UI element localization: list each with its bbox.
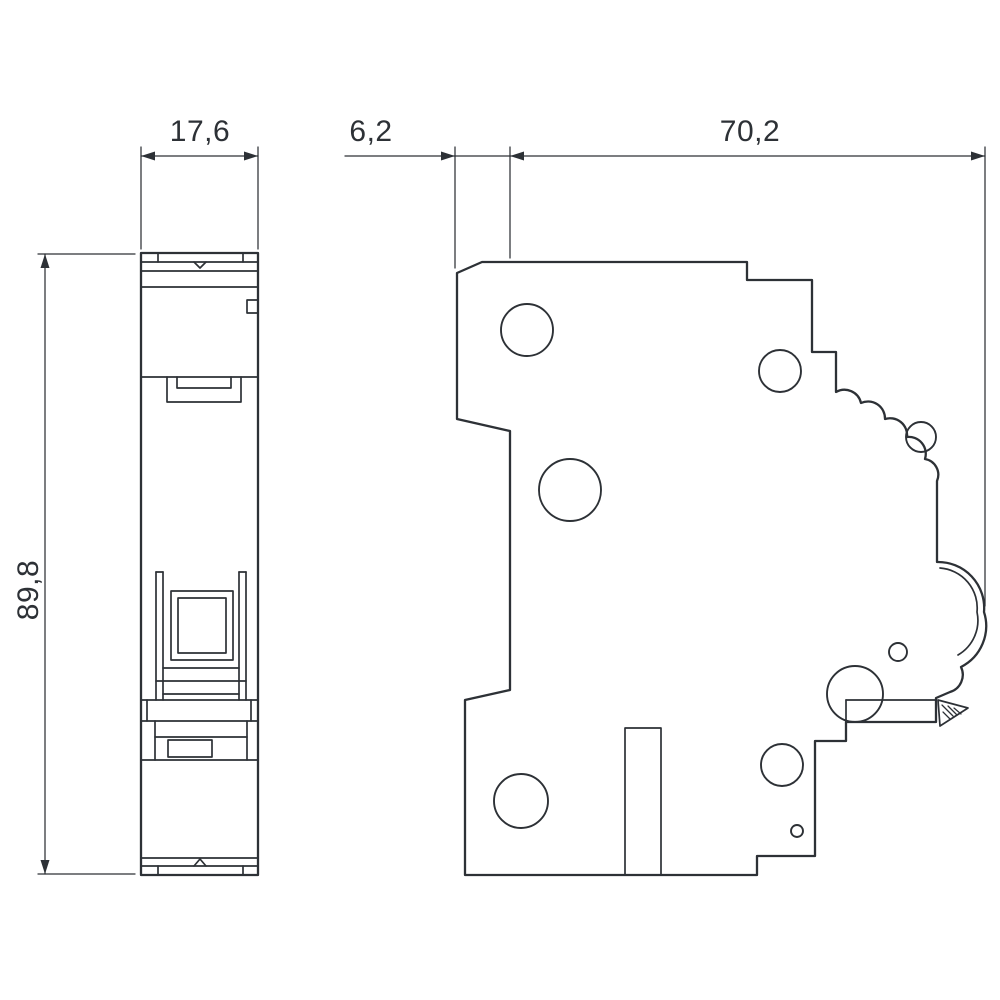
rivet-hole — [760, 743, 804, 787]
arrowhead-up-icon — [40, 254, 50, 268]
din-clip-spring-arc — [939, 567, 979, 656]
toggle-frame-outer — [155, 571, 247, 701]
crossbar-lines — [140, 699, 259, 722]
din-clip-hatched-tip — [937, 699, 969, 727]
dim-label-front-width: 17,6 — [170, 115, 230, 148]
arrowhead-down-icon — [40, 860, 50, 874]
hatch-line — [941, 704, 954, 717]
rivet-hole — [493, 773, 549, 829]
toggle-handle — [170, 590, 234, 661]
hatch-line — [953, 707, 962, 715]
extension-lines — [37, 253, 136, 875]
arrowhead-left-icon — [141, 151, 155, 161]
arrowhead-right-icon — [244, 151, 258, 161]
side-vent-notch — [246, 299, 259, 314]
din-clip-pivot-hole — [826, 665, 884, 723]
side-view-body-outline — [455, 260, 988, 877]
hatch-line — [947, 705, 958, 716]
dimension-depth: 6,2 70,2 — [344, 115, 986, 607]
dim-label-front-depth: 6,2 — [349, 115, 392, 148]
small-pin-hole — [888, 642, 908, 662]
dimension-front-width: 17,6 — [140, 115, 259, 250]
side-view — [455, 260, 988, 877]
arrowhead-right-icon — [971, 151, 985, 161]
rivet-hole — [905, 421, 937, 453]
toggle-handle-face — [177, 597, 227, 654]
bottom-center-marker — [193, 858, 207, 867]
rivet-hole — [538, 458, 602, 522]
dimension-height: 89,8 — [12, 253, 136, 875]
rivet-hole — [500, 303, 554, 357]
crossbar-ends — [146, 699, 252, 722]
terminal-screw-outer — [166, 376, 242, 403]
top-cap-notches — [157, 252, 244, 263]
hatch-outline — [937, 699, 969, 727]
lower-terminal-screw — [167, 739, 213, 758]
hatch-line — [942, 711, 951, 720]
front-view — [139, 251, 260, 877]
rivet-hole — [758, 349, 802, 393]
terminal-screw-inner — [176, 376, 232, 389]
lower-terminal-sides — [154, 720, 248, 761]
extension-lines — [140, 146, 259, 250]
arrowhead-right-icon — [441, 151, 455, 161]
toggle-frame-inner — [162, 571, 240, 701]
dim-label-height: 89,8 — [12, 560, 45, 620]
dim-label-total-depth: 70,2 — [720, 115, 780, 148]
busbar-slot — [624, 727, 662, 876]
arrowhead-left-icon — [510, 151, 524, 161]
small-pin-hole — [790, 824, 804, 838]
front-view-body-outline — [139, 251, 260, 877]
bottom-cap-notches — [157, 865, 244, 876]
extension-lines — [454, 146, 986, 607]
top-center-marker — [193, 261, 207, 269]
